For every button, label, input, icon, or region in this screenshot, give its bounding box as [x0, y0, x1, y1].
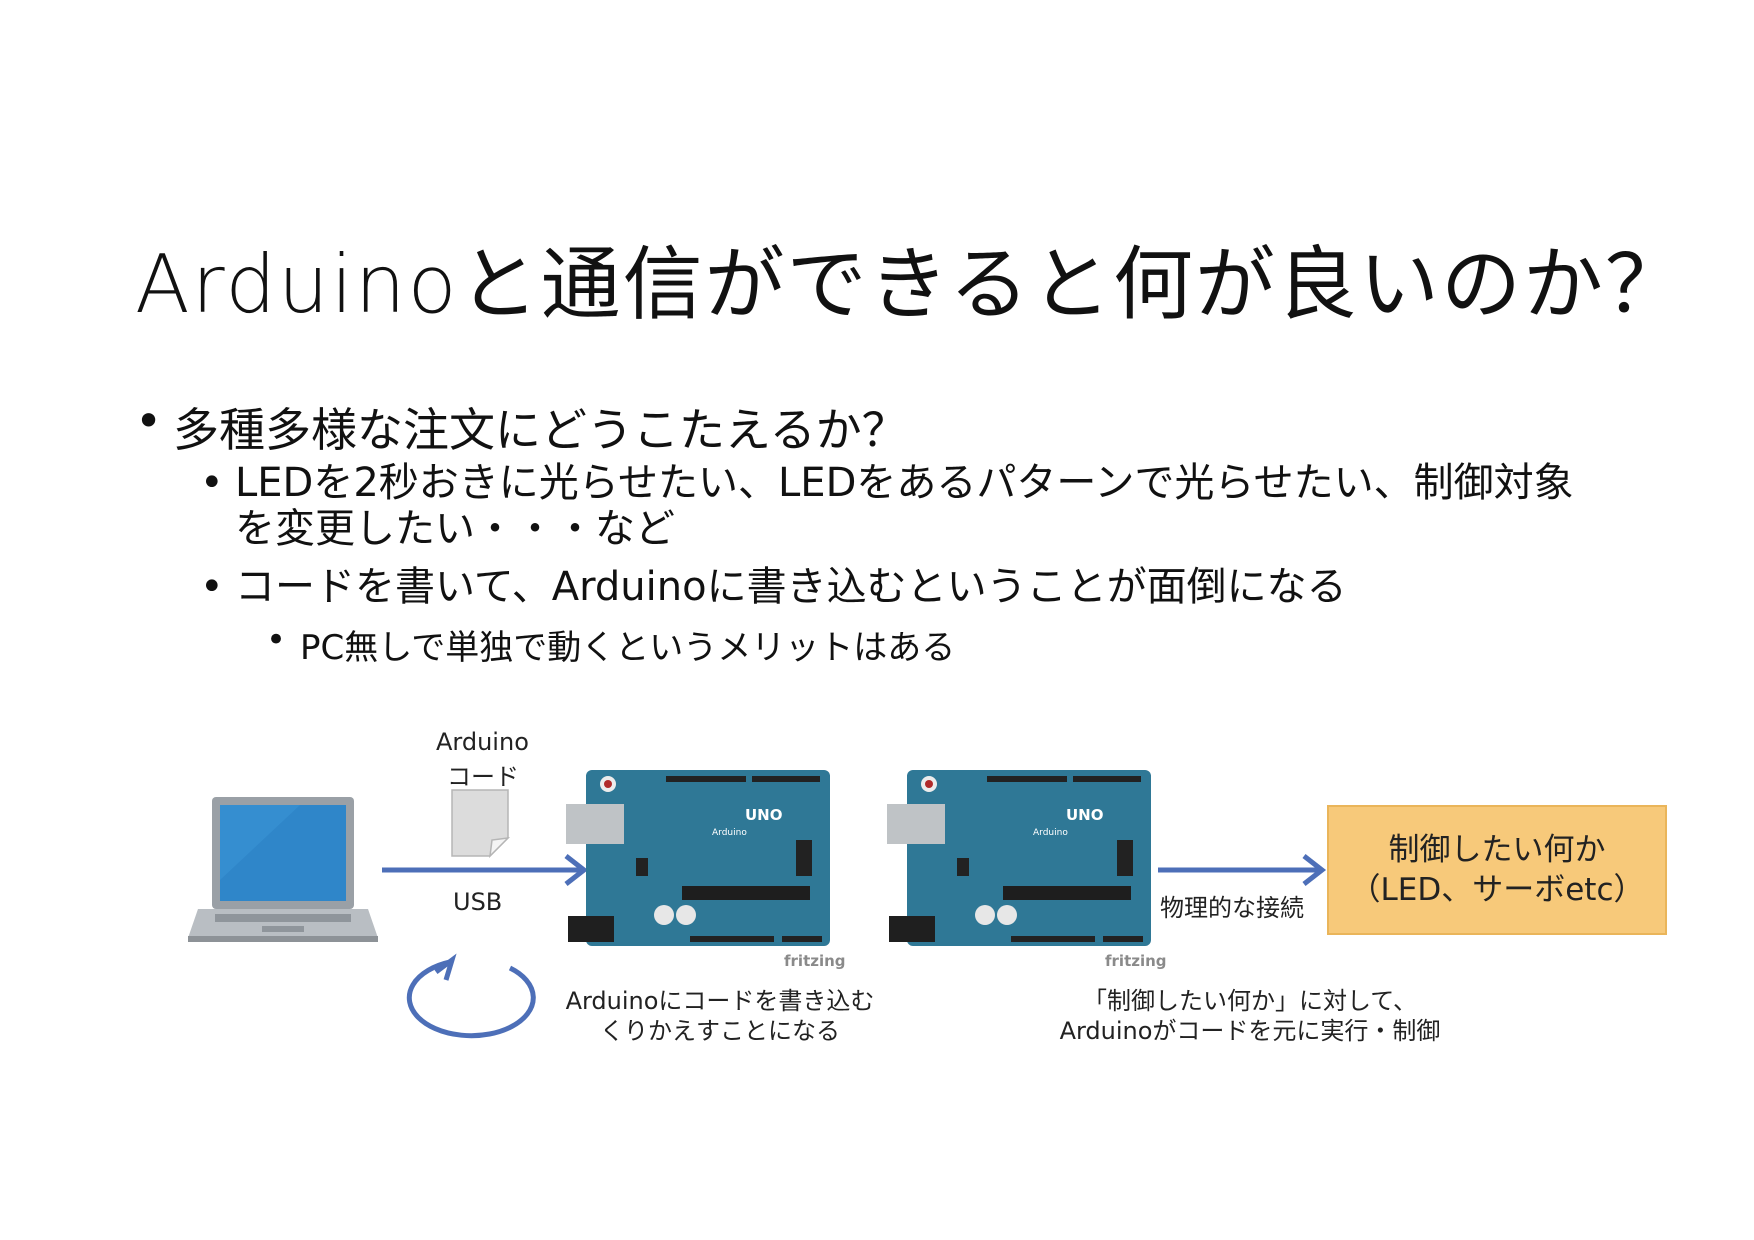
bullet-dot: • — [200, 564, 224, 610]
slide-title: Arduinoと通信ができると何が良いのか？ — [135, 238, 1687, 331]
repeat-cycle-icon — [406, 953, 536, 1039]
bullet-dot: • — [266, 620, 287, 660]
board-brand-text: Arduino — [712, 828, 747, 838]
bullet-dot: • — [135, 394, 163, 448]
arduino-board-icon — [887, 770, 1151, 946]
bullet-text: 多種多様な注文にどうこたえるか？ — [173, 403, 908, 457]
repeat-caption-line1: Arduinoにコードを書き込む — [565, 987, 875, 1015]
usb-arrow — [382, 854, 589, 886]
target-line1: 制御したい何か — [1388, 832, 1606, 868]
code-file-icon — [451, 789, 511, 859]
board-brand-text: Arduino — [1033, 828, 1068, 838]
repeat-caption-line2: くりかえすことになる — [600, 1017, 840, 1045]
target-line2: （LED、サーボetc） — [1349, 872, 1645, 908]
bullet-line: LEDを2秒おきに光らせたい、LEDをあるパターンで光らせたい、制御対象 — [235, 460, 1574, 506]
laptop-icon — [188, 797, 378, 942]
code-label-line2: コード — [447, 763, 519, 791]
usb-label: USB — [453, 888, 503, 916]
physical-connection-label: 物理的な接続 — [1160, 894, 1304, 922]
bullet-line: を変更したい・・・など — [235, 506, 675, 552]
control-arrow — [1158, 854, 1327, 886]
bullet-text: コードを書いて、Arduinoに書き込むということが面倒になる — [235, 564, 1347, 610]
board-logo-text: UNO — [1066, 806, 1104, 824]
bullet-text: PC無しで単独で動くというメリットはある — [300, 628, 956, 668]
control-caption-line2: Arduinoがコードを元に実行・制御 — [1059, 1017, 1441, 1045]
control-target-box: 制御したい何か （LED、サーボetc） — [1327, 805, 1667, 935]
arduino-board-icon — [566, 770, 830, 946]
code-label-line1: Arduino — [436, 728, 529, 756]
fritzing-label: fritzing — [784, 952, 846, 970]
bullet-text: LEDを2秒おきに光らせたい、LEDをあるパターンで光らせたい、制御対象 を変更… — [235, 460, 1574, 552]
board-logo-text: UNO — [745, 806, 783, 824]
fritzing-label: fritzing — [1105, 952, 1167, 970]
control-caption: 「制御したい何か」に対して、 Arduinoがコードを元に実行・制御 — [1040, 986, 1460, 1046]
control-caption-line1: 「制御したい何か」に対して、 — [1082, 987, 1418, 1015]
repeat-caption: Arduinoにコードを書き込む くりかえすことになる — [560, 986, 880, 1046]
bullet-dot: • — [200, 460, 224, 506]
